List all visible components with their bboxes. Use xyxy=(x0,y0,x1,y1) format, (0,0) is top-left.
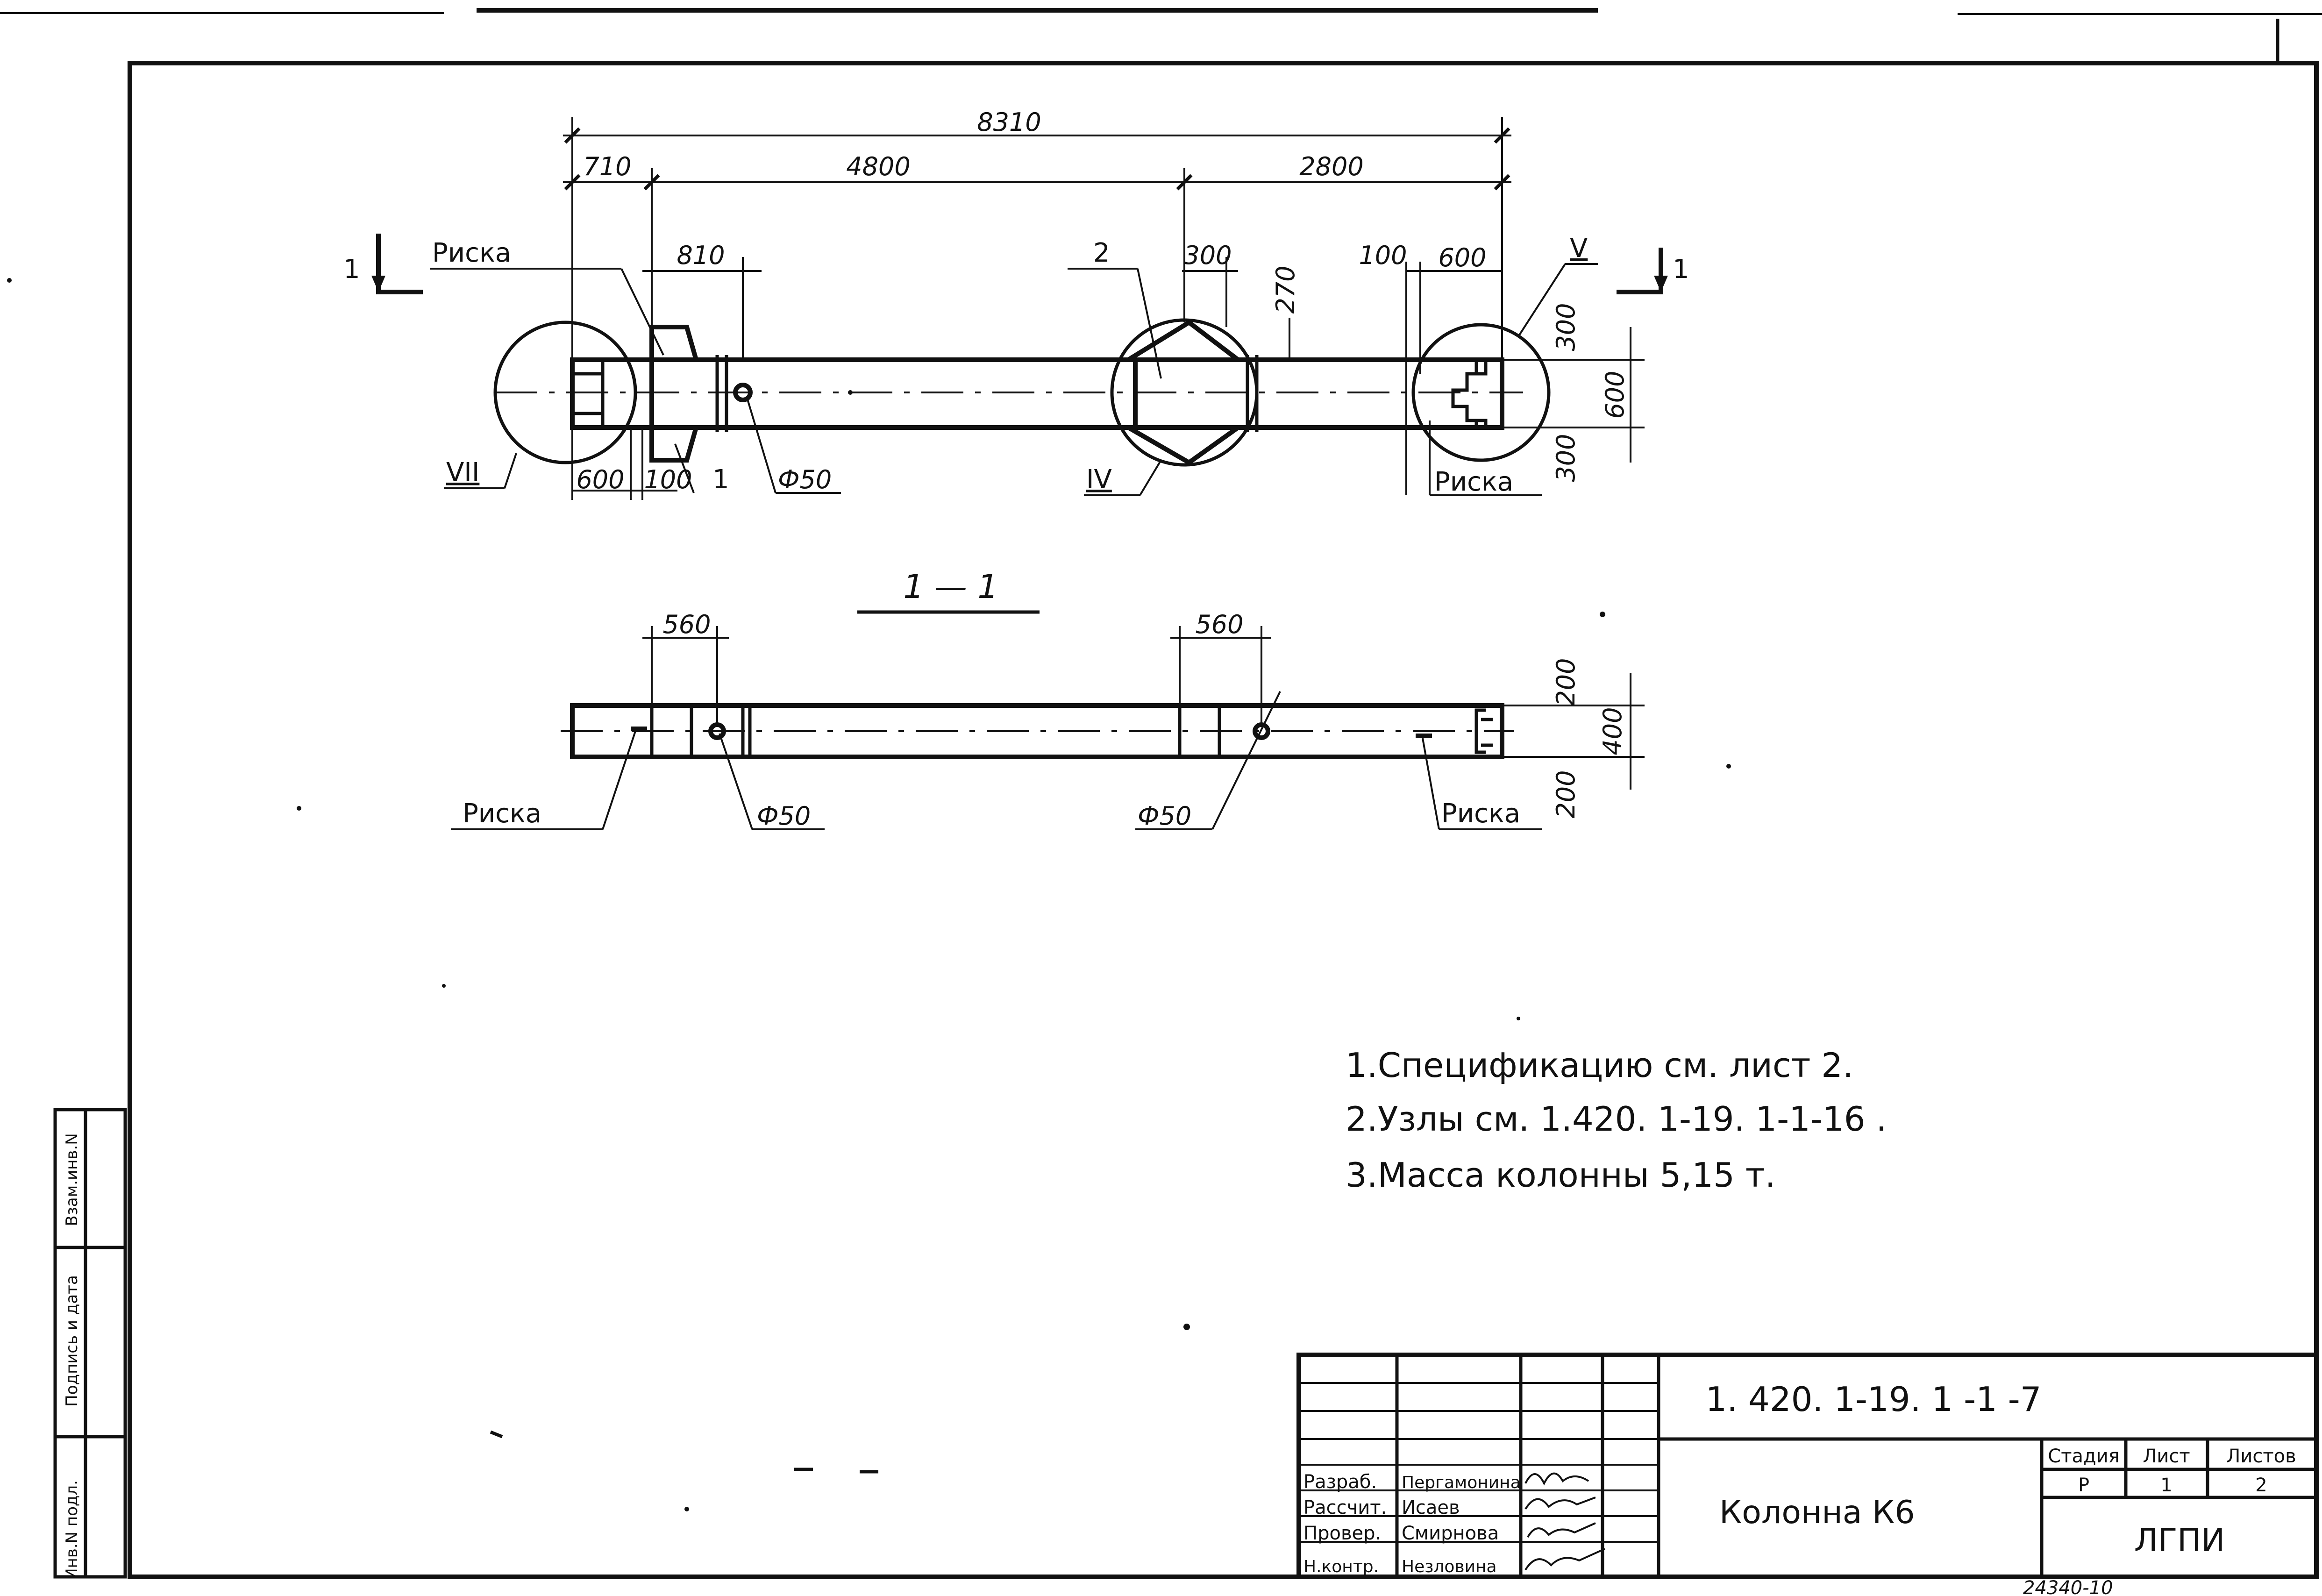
name-4: Незловина xyxy=(1402,1557,1497,1576)
role-2: Рассчит. xyxy=(1303,1497,1387,1518)
stamp-podpis: Подпись и дата xyxy=(63,1275,81,1407)
side-stamp: Инв.N подл. Подпись и дата Взам.инв.N xyxy=(53,1108,127,1580)
stage-value: Р xyxy=(2078,1475,2089,1496)
dim-300-mid: 300 xyxy=(1183,241,1232,270)
dim-100-right: 100 xyxy=(1359,241,1407,270)
section-view: 1 — 1 560 560 200 400 200 xyxy=(451,568,1645,831)
node-circle-v xyxy=(1411,323,1551,462)
role-1: Разраб. xyxy=(1303,1471,1377,1493)
signature-1 xyxy=(1524,1472,1589,1486)
bracket-left-bottom xyxy=(649,425,699,463)
bracket-mid-top xyxy=(1120,319,1245,362)
riska-label-top-left: Риска xyxy=(432,238,511,268)
node-vii-label: VII xyxy=(446,457,479,488)
section-mark-right: 1 xyxy=(1673,254,1689,285)
sheet-value: 1 xyxy=(2160,1475,2172,1496)
notes: 1.Спецификацию см. лист 2. 2.Узлы см. 1.… xyxy=(1346,1046,1887,1195)
dim-810: 810 xyxy=(677,241,725,270)
dim-600-right: 600 xyxy=(1438,243,1486,272)
dim-4800: 4800 xyxy=(846,152,910,181)
section-hole-label-right: Ф50 xyxy=(1138,801,1191,831)
column-plan-body xyxy=(570,357,1504,430)
dim-270: 270 xyxy=(1271,265,1300,314)
section-cut-left xyxy=(376,234,423,294)
section-dim-200-top: 200 xyxy=(1551,658,1581,706)
dim-300-bottom: 300 xyxy=(1551,434,1581,482)
stamp-vzam: Взам.инв.N xyxy=(63,1133,81,1226)
node-v-label: V xyxy=(1570,233,1588,264)
org-name: ЛГПИ xyxy=(2134,1522,2225,1559)
section-cut-right xyxy=(1617,248,1663,294)
note-3: 3.Масса колонны 5,15 т. xyxy=(1346,1155,1776,1195)
signature-3 xyxy=(1527,1522,1596,1538)
doc-title: Колонна К6 xyxy=(1719,1494,1915,1531)
signature-2 xyxy=(1524,1496,1596,1510)
footer-number: 24340-10 xyxy=(2023,1577,2113,1596)
name-3: Смирнова xyxy=(1402,1523,1499,1544)
section-riska-left: Риска xyxy=(463,798,541,829)
stage-header: Стадия xyxy=(2048,1446,2119,1467)
section-arrow-right xyxy=(1654,276,1668,292)
doc-code: 1. 420. 1-19. 1 -1 -7 xyxy=(1705,1380,2041,1419)
sheets-header: Листов xyxy=(2226,1446,2296,1467)
bracket-mid-bottom xyxy=(1119,425,1246,465)
mark-2: 2 xyxy=(1093,238,1110,268)
hole-label-plan: Ф50 xyxy=(778,465,832,494)
dim-600-width: 600 xyxy=(1600,370,1630,419)
stamp-inv-podl: Инв.N подл. xyxy=(63,1480,81,1580)
dim-2800: 2800 xyxy=(1299,152,1363,181)
section-dim-560-left: 560 xyxy=(662,610,711,639)
hole-left xyxy=(733,383,753,402)
section-dim-400: 400 xyxy=(1598,707,1627,755)
section-riska-right: Риска xyxy=(1441,798,1520,829)
section-hole-label-left: Ф50 xyxy=(757,801,811,831)
signature-4 xyxy=(1524,1548,1605,1571)
section-title: 1 — 1 xyxy=(903,568,998,606)
node-circle-vii xyxy=(493,321,637,464)
role-3: Провер. xyxy=(1303,1523,1381,1544)
section-dim-200-bottom: 200 xyxy=(1551,770,1581,818)
note-2: 2.Узлы см. 1.420. 1-19. 1-1-16 . xyxy=(1346,1099,1887,1139)
dim-300-top: 300 xyxy=(1551,303,1581,351)
section-arrow-left xyxy=(371,276,385,292)
scan-specks xyxy=(7,278,1731,1511)
note-1: 1.Спецификацию см. лист 2. xyxy=(1346,1046,1853,1085)
title-block: Разраб. Пергамонина Рассчит. Исаев Прове… xyxy=(1296,1353,2319,1596)
section-dim-560-right: 560 xyxy=(1195,610,1243,639)
dim-600-bottom: 600 xyxy=(576,465,624,494)
plan-view: 8310 710 4800 2800 810 300 270 100 600 3… xyxy=(343,107,1689,500)
riska-label-top-right: Риска xyxy=(1434,467,1513,497)
role-4: Н.контр. xyxy=(1303,1557,1379,1576)
mark-1: 1 xyxy=(712,464,729,495)
dim-710: 710 xyxy=(583,152,631,181)
name-2: Исаев xyxy=(1402,1497,1460,1518)
section-hole-right xyxy=(1253,722,1270,740)
section-hole-left xyxy=(708,722,726,740)
drawing-frame xyxy=(128,61,2319,1579)
node-iv-label: IV xyxy=(1086,464,1112,495)
name-1: Пергамонина xyxy=(1402,1473,1521,1492)
dim-overall: 8310 xyxy=(977,107,1041,137)
sheets-value: 2 xyxy=(2255,1475,2267,1496)
sheet-header: Лист xyxy=(2143,1446,2190,1467)
section-mark-left: 1 xyxy=(343,254,360,285)
